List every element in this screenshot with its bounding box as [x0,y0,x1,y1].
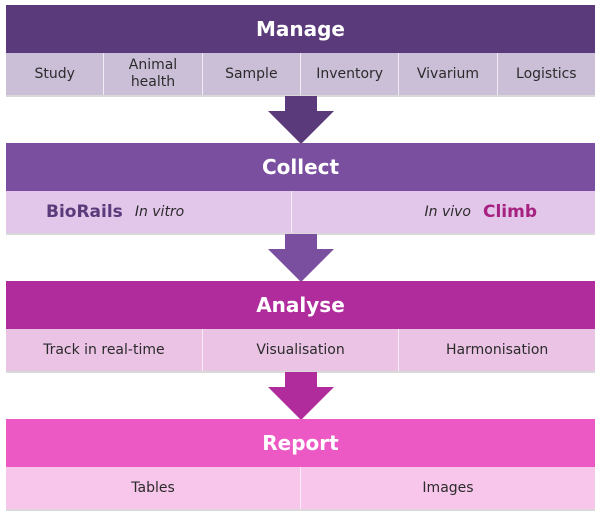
arrow-analyse-to-report [268,372,334,420]
analyse-items-row: Track in real-time Visualisation Harmoni… [6,329,595,373]
collect-items-row: BioRails In vitro In vivo Climb [6,191,595,235]
analyse-item-visualisation: Visualisation [203,329,400,371]
collect-header: Collect [6,143,595,191]
analyse-header: Analyse [6,281,595,329]
analyse-title: Analyse [256,293,345,317]
analyse-item-track: Track in real-time [6,329,203,371]
report-title: Report [262,431,339,455]
collect-title: Collect [261,155,340,179]
manage-item-animal-health: Animal health [104,53,203,95]
manage-items-row: Study Animal health Sample Inventory Viv… [6,53,595,97]
collect-in-vitro-section: BioRails In vitro [6,191,292,233]
manage-item-vivarium: Vivarium [399,53,498,95]
biorails-label: BioRails [46,202,123,222]
arrow-collect-to-analyse [268,234,334,282]
report-items-row: Tables Images [6,467,595,511]
report-item-images: Images [422,479,474,496]
manage-item-study: Study [6,53,105,95]
collect-in-vivo-section: In vivo Climb [292,191,595,233]
arrow-shape [268,372,334,420]
manage-header: Manage [6,5,595,53]
in-vivo-label: In vivo [424,204,471,220]
manage-item-inventory: Inventory [301,53,400,95]
manage-title: Manage [255,17,345,41]
climb-label: Climb [482,202,537,222]
manage-item-logistics: Logistics [516,65,577,82]
arrow-shape [268,96,334,144]
analyse-item-harmonisation: Harmonisation [446,341,549,358]
report-header: Report [6,419,595,467]
arrow-shape [268,234,334,282]
report-item-tables: Tables [6,467,301,509]
in-vitro-label: In vitro [134,204,185,220]
manage-item-sample: Sample [203,53,301,95]
arrow-manage-to-collect [268,96,334,144]
